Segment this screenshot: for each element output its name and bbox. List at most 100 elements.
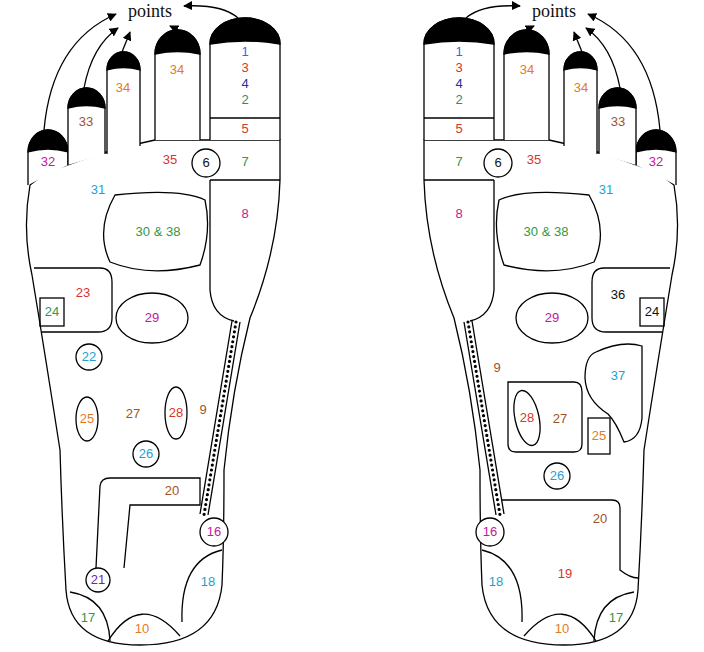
zone-line bbox=[210, 180, 234, 321]
callout-number: 29 bbox=[545, 311, 559, 325]
callout-number: 25 bbox=[592, 429, 606, 443]
pointer-arrow bbox=[170, 26, 178, 30]
callout-number: 29 bbox=[145, 311, 159, 325]
callout-number: 35 bbox=[527, 153, 541, 167]
pointer-arrow bbox=[84, 28, 118, 88]
heading-text: points bbox=[532, 1, 576, 21]
right-foot-zones bbox=[502, 344, 642, 578]
zone-ellipse bbox=[76, 397, 98, 441]
zone-line bbox=[182, 550, 222, 622]
spine-line bbox=[200, 321, 232, 514]
callout-number: 8 bbox=[455, 207, 462, 221]
callout-number: 34 bbox=[520, 63, 534, 77]
callout-number: 32 bbox=[649, 155, 663, 169]
callout-number: 6 bbox=[202, 156, 209, 170]
toe-outline bbox=[68, 88, 105, 165]
toe-outline bbox=[28, 130, 68, 185]
callout-number: 2 bbox=[455, 93, 462, 107]
callout-number: 33 bbox=[611, 115, 625, 129]
callout-number: 3 bbox=[241, 61, 248, 75]
callout-number: 30 & 38 bbox=[136, 225, 181, 239]
callout-number: 2 bbox=[241, 93, 248, 107]
callout-number: 6 bbox=[494, 156, 501, 170]
callout-number: 35 bbox=[163, 153, 177, 167]
callout-number: 26 bbox=[139, 447, 153, 461]
zone-circle bbox=[200, 518, 228, 546]
callout-number: 36 bbox=[611, 288, 625, 302]
sole-outline bbox=[26, 140, 280, 645]
toe-outline bbox=[155, 30, 200, 140]
callout-number: 30 & 38 bbox=[524, 225, 569, 239]
right-foot-outline bbox=[424, 6, 678, 645]
heading-text: points bbox=[128, 1, 172, 21]
callout-number: 5 bbox=[241, 122, 248, 136]
callout-number: 10 bbox=[555, 622, 569, 636]
callout-number: 34 bbox=[574, 81, 588, 95]
callout-number: 5 bbox=[455, 122, 462, 136]
callout-number: 7 bbox=[455, 155, 462, 169]
zone-circle bbox=[544, 463, 570, 489]
callout-number: 27 bbox=[553, 412, 567, 426]
pointer-arrow bbox=[122, 32, 130, 52]
spine-line bbox=[208, 322, 240, 515]
callout-number: 20 bbox=[165, 484, 179, 498]
zone-line bbox=[70, 592, 110, 641]
zone-outline bbox=[96, 478, 200, 568]
callout-number: 27 bbox=[126, 407, 140, 421]
callout-number: 34 bbox=[116, 81, 130, 95]
callout-number: 33 bbox=[79, 115, 93, 129]
callout-number: 31 bbox=[599, 183, 613, 197]
toe-nail bbox=[107, 52, 140, 70]
callout-number: 4 bbox=[455, 77, 462, 91]
zone-line bbox=[210, 179, 280, 180]
zone-outline bbox=[34, 268, 112, 332]
callout-number: 32 bbox=[41, 155, 55, 169]
callout-number: 28 bbox=[520, 411, 534, 425]
callout-number: 20 bbox=[593, 512, 607, 526]
callout-number: 26 bbox=[550, 469, 564, 483]
pointer-arrow bbox=[44, 14, 116, 130]
toe-nail bbox=[28, 130, 68, 152]
callout-number: 8 bbox=[241, 207, 248, 221]
foot-outline bbox=[26, 6, 280, 645]
callout-number: 3 bbox=[455, 61, 462, 75]
callout-number: 37 bbox=[611, 369, 625, 383]
callout-number: 24 bbox=[645, 305, 659, 319]
callout-number: 9 bbox=[199, 403, 206, 417]
callout-number: 23 bbox=[76, 286, 90, 300]
callout-number: 4 bbox=[241, 77, 248, 91]
zone-ellipse bbox=[509, 388, 544, 448]
zone-line bbox=[108, 614, 180, 641]
callout-number: 16 bbox=[483, 525, 497, 539]
zone-square bbox=[588, 418, 610, 454]
zone-circle bbox=[192, 149, 220, 177]
callout-number: 25 bbox=[80, 412, 94, 426]
callout-number: 1 bbox=[241, 45, 248, 59]
spine-dots bbox=[204, 322, 236, 515]
callout-number: 9 bbox=[493, 361, 500, 375]
zone-ellipse bbox=[165, 387, 187, 439]
callout-number: 34 bbox=[170, 63, 184, 77]
callout-number: 17 bbox=[609, 611, 623, 625]
big-toe-outline bbox=[210, 18, 280, 140]
callout-number: 16 bbox=[207, 525, 221, 539]
zone-circle bbox=[76, 344, 102, 370]
callout-number: 22 bbox=[82, 350, 96, 364]
callout-number: 18 bbox=[201, 575, 215, 589]
left-foot-zones bbox=[76, 344, 200, 592]
zone-circle bbox=[133, 441, 159, 467]
callout-number: 28 bbox=[169, 406, 183, 420]
callout-number: 7 bbox=[241, 155, 248, 169]
zone-outline bbox=[585, 344, 642, 442]
zone-ellipse bbox=[116, 293, 188, 343]
toe-outline bbox=[107, 52, 140, 154]
zone-outline bbox=[104, 192, 208, 270]
callout-number: 10 bbox=[135, 622, 149, 636]
zone-line bbox=[210, 117, 280, 118]
zone-outline bbox=[508, 382, 582, 452]
callout-number: 31 bbox=[91, 183, 105, 197]
callout-number: 17 bbox=[81, 611, 95, 625]
callout-number: 24 bbox=[45, 305, 59, 319]
